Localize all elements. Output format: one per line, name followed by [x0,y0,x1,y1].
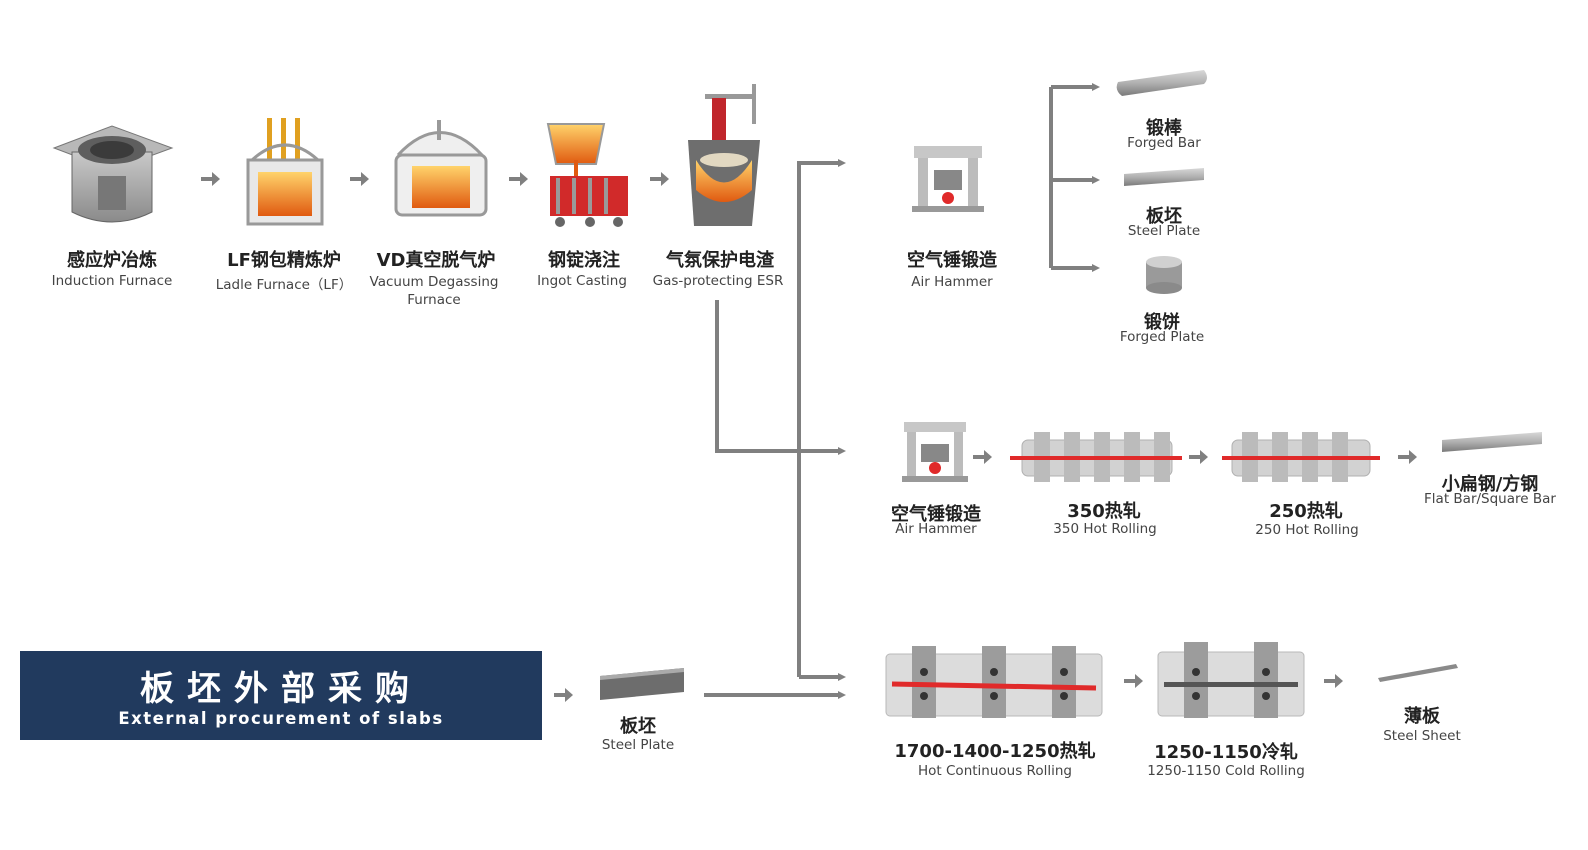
air-hammer-mid-label-en: Air Hammer [895,521,977,537]
cold-rolling-label-en: 1250-1150 Cold Rolling [1147,763,1305,779]
esr-label-en: Gas-protecting ESR [652,273,784,289]
air-hammer-top-label-en: Air Hammer [911,274,993,290]
banner-title-cn: 板坯外部采购 [140,669,422,709]
step-arrows [201,172,1417,702]
hot-continuous-label-en: Hot Continuous Rolling [918,763,1072,779]
air-hammer-top-label-cn: 空气锤锻造 [907,250,997,271]
trunk-lines [704,83,1100,699]
ladle-furnace-label-cn: LF钢包精炼炉 [227,250,341,271]
hot-continuous-label-cn: 1700-1400-1250热轧 [894,741,1096,762]
hot-rolling-350-label-en: 350 Hot Rolling [1053,521,1157,537]
steel-sheet-label-cn: 薄板 [1404,706,1440,727]
air-hammer-mid-label-cn: 空气锤锻造 [891,504,981,525]
hot-rolling-250-icon [1222,432,1380,482]
ingot-casting-label-cn: 钢锭浇注 [548,250,620,271]
esr-label-cn: 气氛保护电渣 [666,250,774,271]
forged-bar-label-cn: 锻棒 [1146,118,1182,139]
air-hammer-mid-icon [902,422,968,482]
forged-plate-label-cn: 锻饼 [1144,312,1180,333]
slab-label-en: Steel Plate [601,737,675,753]
vd-furnace-icon [394,120,488,217]
hot-continuous-rolling-icon [885,646,1103,718]
ladle-furnace-label-en: Ladle Furnace（LF） [215,277,353,293]
slab-icon [600,668,684,700]
hot-rolling-350-icon [1010,432,1182,482]
flat-bar-icon [1442,432,1542,452]
banner-title-en: External procurement of slabs [118,709,444,728]
forged-plate-label-en: Forged Plate [1119,329,1205,345]
hot-rolling-350-label-cn: 350热轧 [1067,501,1141,522]
steel-sheet-icon [1378,664,1458,682]
induction-furnace-icon [52,125,174,223]
steel-plate-top-icon [1124,168,1204,186]
cold-rolling-icon [1157,642,1305,718]
air-hammer-top-icon [912,146,984,212]
induction-furnace-label-en: Induction Furnace [51,273,173,289]
ingot-casting-icon [546,123,628,227]
hot-rolling-250-label-cn: 250热轧 [1269,501,1343,522]
flat-bar-label-en: Flat Bar/Square Bar [1424,491,1556,507]
hot-rolling-250-label-en: 250 Hot Rolling [1255,522,1359,538]
steel-sheet-label-en: Steel Sheet [1383,728,1461,744]
steel-plate-top-label-en: Steel Plate [1127,223,1201,239]
cold-rolling-label-cn: 1250-1150冷轧 [1154,742,1298,763]
ingot-casting-label-en: Ingot Casting [537,273,627,289]
vd-furnace-label-cn: VD真空脱气炉 [376,250,496,271]
forged-plate-icon [1146,256,1182,294]
flat-bar-label-cn: 小扁钢/方钢 [1441,474,1539,495]
external-procurement-banner: 板坯外部采购 External procurement of slabs [20,651,542,740]
steel-plate-top-label-cn: 板坯 [1146,206,1182,227]
vd-furnace-label-en: Vacuum Degassing Furnace [369,274,499,308]
induction-furnace-label-cn: 感应炉冶炼 [67,250,157,271]
forged-bar-icon [1116,70,1207,96]
ladle-furnace-icon [246,118,324,226]
esr-icon [688,84,760,226]
slab-label-cn: 板坯 [620,716,656,737]
forged-bar-label-en: Forged Bar [1127,135,1201,151]
